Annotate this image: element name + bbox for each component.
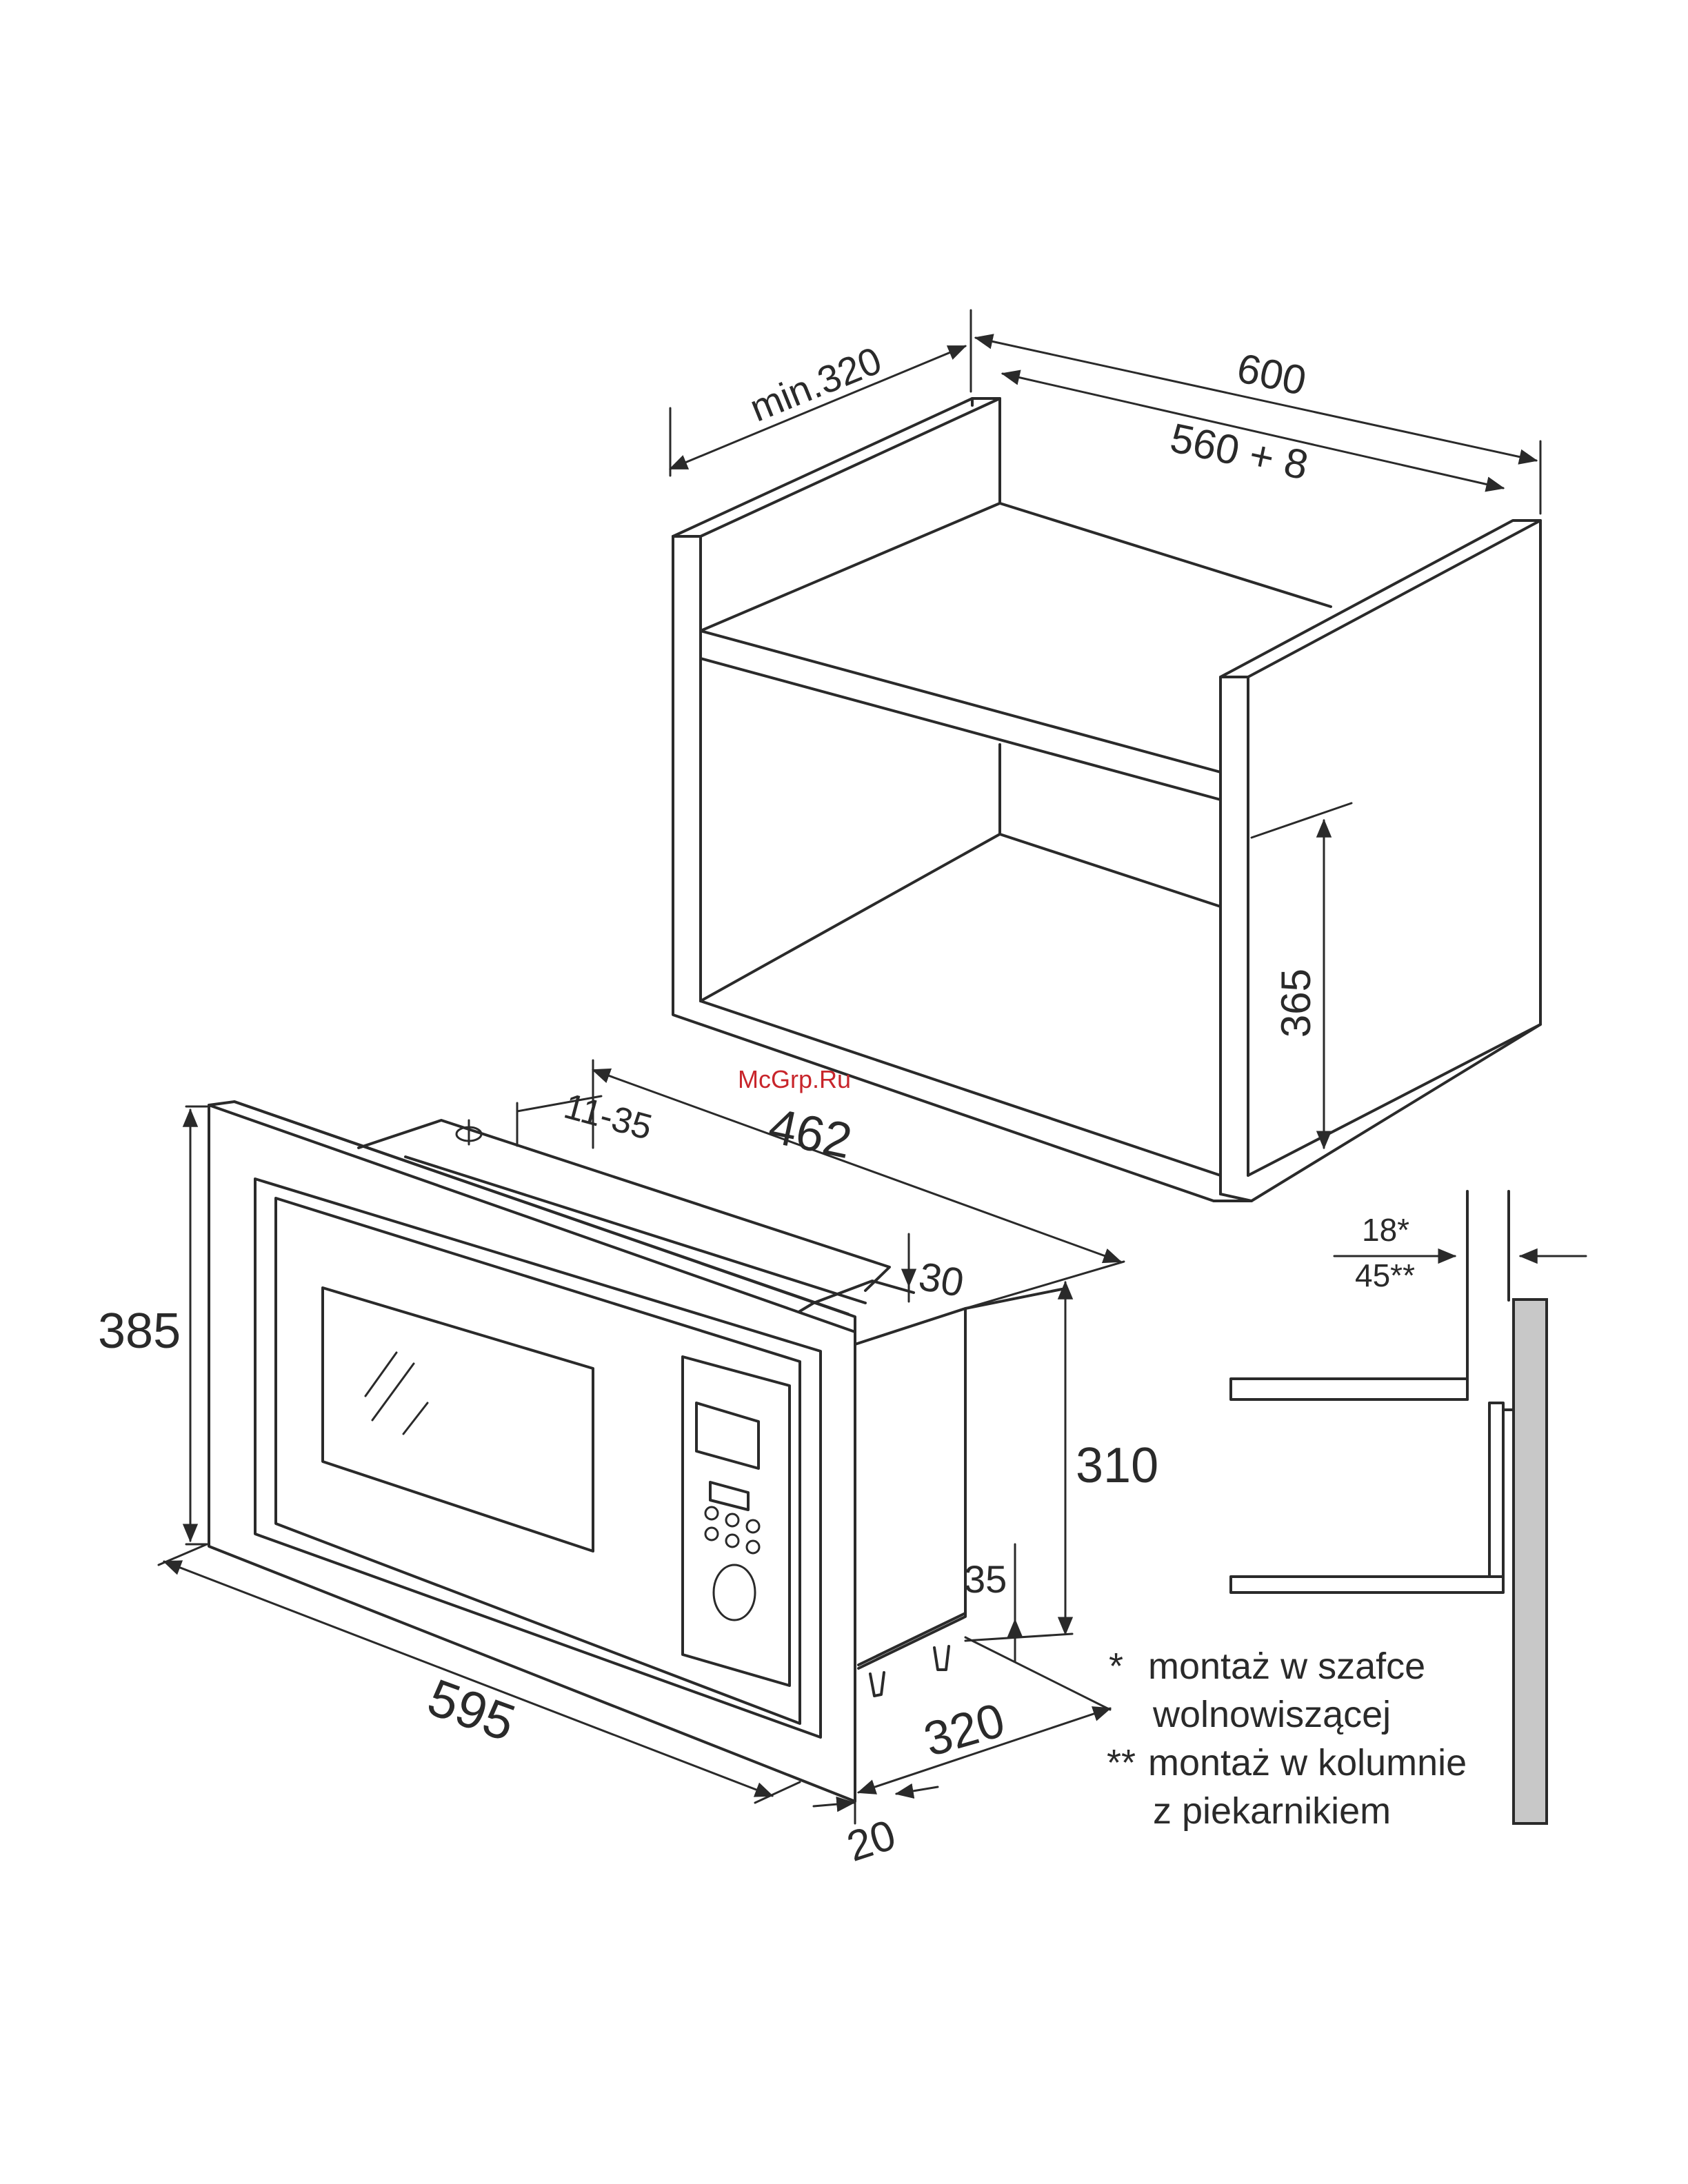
label-560-8: 560 + 8 (1167, 414, 1312, 489)
watermark: McGrp.Ru (738, 1065, 851, 1093)
label-320-bottom: 320 (918, 1692, 1010, 1766)
label-600: 600 (1233, 345, 1310, 404)
note-1-line-1: montaż w szafce (1148, 1646, 1425, 1687)
note-1-line-2: wolnowiszącej (1152, 1694, 1391, 1735)
label-365: 365 (1273, 969, 1319, 1038)
label-462: 462 (764, 1098, 856, 1169)
label-11-35: 11-35 (560, 1086, 656, 1148)
note-2-line-2: z piekarnikiem (1153, 1790, 1391, 1832)
label-min-320: min.320 (744, 338, 887, 429)
note-2-marker: ** (1107, 1742, 1136, 1783)
note-1-marker: * (1109, 1646, 1123, 1687)
label-595: 595 (421, 1668, 523, 1752)
label-35: 35 (964, 1557, 1007, 1601)
label-30: 30 (916, 1254, 967, 1306)
note-2-line-1: montaż w kolumnie (1148, 1742, 1467, 1783)
label-385: 385 (98, 1304, 181, 1359)
label-310: 310 (1076, 1438, 1158, 1493)
label-20: 20 (841, 1811, 901, 1871)
notes: * montaż w szafce wolnowiszącej ** monta… (1107, 1646, 1467, 1832)
label-45: 45** (1355, 1257, 1415, 1293)
label-18: 18* (1362, 1212, 1409, 1248)
